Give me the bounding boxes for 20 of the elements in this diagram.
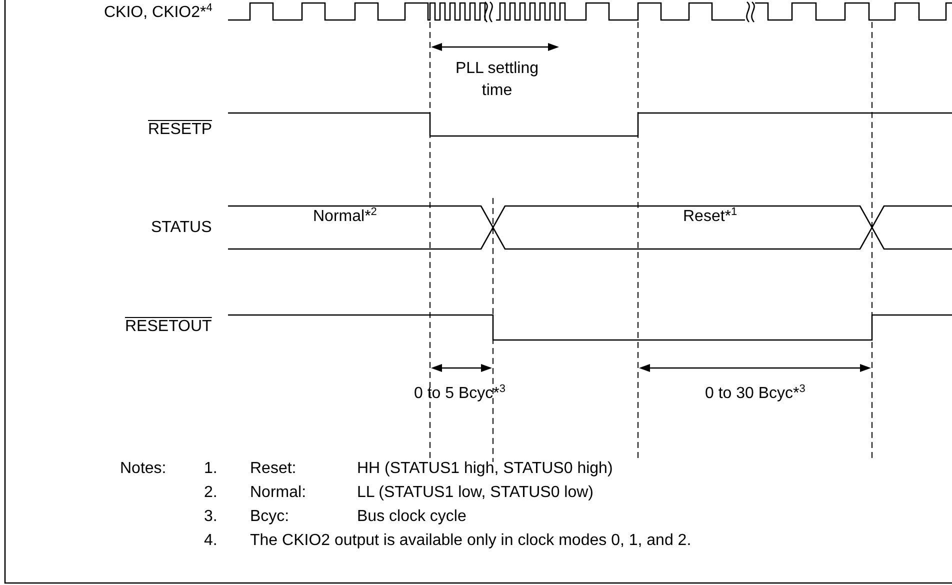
state-label: Normal*$^{2}$	[313, 208, 377, 226]
state-label: Reset*$^{1}$	[683, 208, 738, 226]
note-number: 1.	[204, 460, 218, 478]
notes-heading: Notes:	[120, 460, 166, 478]
note-text: LL (STATUS1 low, STATUS0 low)	[357, 484, 594, 502]
note-term: Reset:	[250, 460, 296, 478]
signal-name: STATUS	[151, 219, 212, 237]
signal-name: RESETOUT	[125, 318, 212, 336]
note-text: HH (STATUS1 high, STATUS0 high)	[357, 460, 613, 478]
note-number: 3.	[204, 508, 218, 526]
duration-label: PLL settling time	[454, 59, 540, 101]
signal-name: CKIO, CKIO2*$^{4}$	[104, 4, 212, 22]
note-number: 4.	[204, 532, 218, 550]
duration-label: 0 to 30 Bcyc*$^{3}$	[705, 385, 806, 403]
signal-name: RESETP	[148, 121, 212, 139]
note-number: 2.	[204, 484, 218, 502]
note-text: The CKIO2 output is available only in clock modes 0, 1, and 2.	[250, 532, 692, 550]
note-term: Normal:	[250, 484, 306, 502]
note-text: Bus clock cycle	[357, 508, 466, 526]
note-term: Bcyc:	[250, 508, 290, 526]
